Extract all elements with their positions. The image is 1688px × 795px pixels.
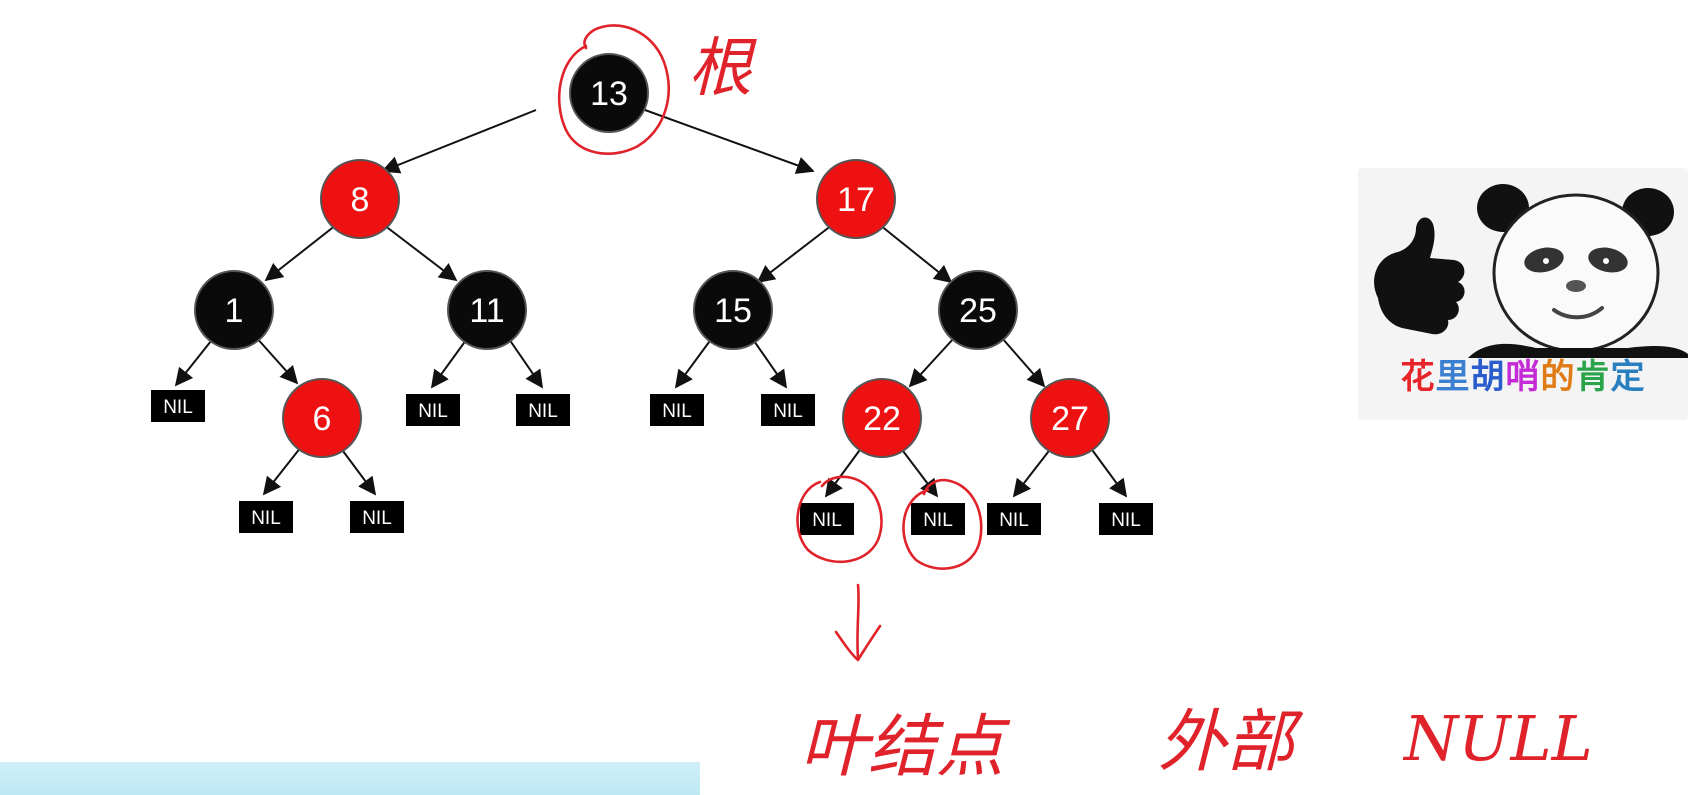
node-22: 22 [842, 378, 922, 458]
caption-char: 花 [1400, 357, 1436, 397]
edge-17-15 [756, 224, 833, 284]
nil-leaf: NIL [350, 501, 404, 533]
svg-text:NIL: NIL [362, 508, 392, 529]
nil-leaves: NIL NIL NIL NIL NIL NIL NIL NIL NIL NIL … [151, 390, 1153, 535]
svg-text:NIL: NIL [251, 508, 281, 529]
svg-text:NIL: NIL [662, 401, 692, 422]
panda-meme-sticker: 花里胡哨的肯定 [1358, 168, 1688, 420]
nil-leaf: NIL [516, 394, 570, 426]
svg-text:NIL: NIL [812, 510, 842, 531]
down-arrow-icon [834, 583, 882, 662]
edge-13-8 [381, 109, 537, 174]
svg-text:27: 27 [1051, 400, 1089, 438]
edge-6-nil-r [339, 446, 377, 496]
svg-text:8: 8 [351, 181, 370, 219]
node-25: 25 [938, 270, 1018, 350]
edge-11-nil-l [430, 335, 470, 389]
svg-text:NIL: NIL [163, 397, 193, 418]
node-15: 15 [693, 270, 773, 350]
root-circle-annotation [557, 24, 670, 155]
svg-text:NIL: NIL [773, 401, 803, 422]
edge-27-nil-l [1012, 446, 1053, 498]
edge-25-22 [908, 337, 955, 388]
nil-leaf: NIL [1099, 503, 1153, 535]
edge-13-17 [644, 109, 815, 174]
caption-char: 的 [1540, 357, 1576, 397]
svg-text:NIL: NIL [418, 401, 448, 422]
svg-text:6: 6 [313, 400, 332, 438]
caption-char: 胡 [1470, 357, 1506, 397]
edge-11-nil-r [506, 335, 544, 389]
nil-leaf: NIL [911, 503, 965, 535]
node-8: 8 [320, 159, 400, 239]
tree-nodes: 13 8 17 1 11 15 25 6 [194, 53, 1110, 458]
edge-27-nil-r [1089, 446, 1128, 498]
svg-text:17: 17 [837, 181, 875, 219]
node-17: 17 [816, 159, 896, 239]
edge-8-1 [264, 224, 337, 282]
svg-text:25: 25 [959, 292, 997, 330]
svg-text:1: 1 [225, 292, 244, 330]
nil-leaf: NIL [800, 503, 854, 535]
null-annotation-label: NULL [1402, 702, 1593, 775]
svg-text:NIL: NIL [528, 401, 558, 422]
leaf-node-annotation-label: 叶结点 [800, 708, 1011, 787]
handwritten-annotations: 根 叶结点 外部 NULL [557, 24, 1593, 787]
svg-text:NIL: NIL [999, 510, 1029, 531]
sticker-caption: 花里胡哨的肯定 [1358, 349, 1688, 398]
svg-text:15: 15 [714, 292, 752, 330]
caption-char: 定 [1610, 357, 1646, 397]
caption-char: 里 [1435, 357, 1471, 397]
svg-text:22: 22 [863, 400, 901, 438]
svg-text:NIL: NIL [923, 510, 953, 531]
leaf-circle-annotation-left [796, 475, 883, 564]
node-11: 11 [447, 270, 527, 350]
edge-22-nil-r [899, 446, 939, 498]
root-annotation-label: 根 [688, 32, 757, 106]
edge-15-nil-l [674, 337, 713, 389]
nil-leaf: NIL [239, 501, 293, 533]
node-13: 13 [569, 53, 649, 133]
nil-leaf: NIL [761, 394, 815, 426]
node-6: 6 [282, 378, 362, 458]
leaf-circle-annotation-right [902, 478, 983, 570]
edge-6-nil-l [262, 446, 302, 496]
nil-leaf: NIL [650, 394, 704, 426]
edge-1-nil [174, 335, 216, 387]
caption-char: 肯 [1575, 357, 1611, 397]
caption-char: 哨 [1505, 357, 1541, 397]
edge-8-11 [383, 224, 458, 282]
tree-edges [174, 109, 1128, 498]
node-1: 1 [194, 270, 274, 350]
nil-leaf: NIL [406, 394, 460, 426]
edge-17-25 [879, 224, 953, 284]
panda-thumbs-up-icon [1374, 184, 1688, 358]
svg-text:NIL: NIL [1111, 510, 1141, 531]
node-27: 27 [1030, 378, 1110, 458]
svg-text:11: 11 [469, 292, 504, 330]
svg-text:13: 13 [590, 75, 628, 113]
edge-1-6 [254, 335, 299, 385]
nil-leaf: NIL [987, 503, 1041, 535]
edge-22-nil-l [824, 446, 863, 498]
edge-25-27 [1001, 337, 1046, 388]
external-annotation-label: 外部 [1158, 703, 1304, 782]
edge-15-nil-r [751, 337, 788, 389]
bottom-banner-strip [0, 762, 700, 795]
nil-leaf: NIL [151, 390, 205, 422]
